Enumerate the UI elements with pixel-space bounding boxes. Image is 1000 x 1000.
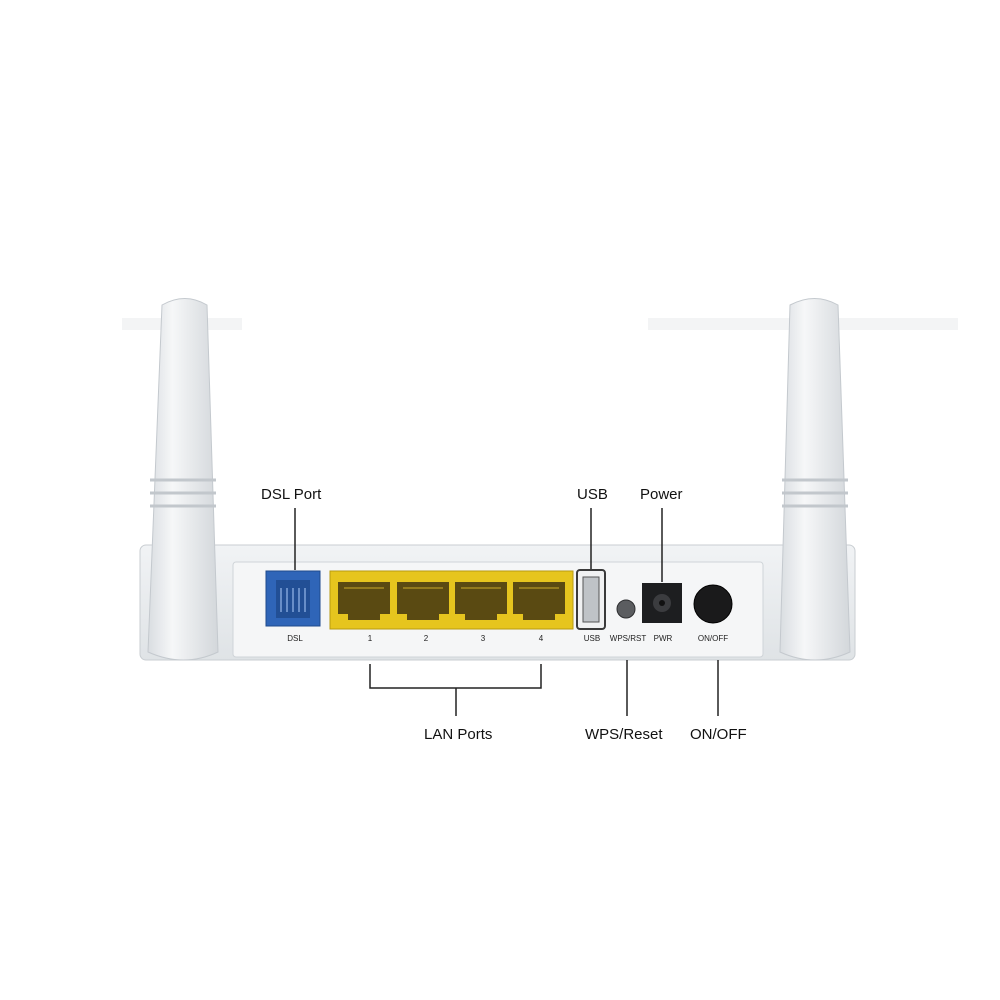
panel-label-lan-2: 2 [423, 634, 429, 643]
right-antenna [779, 298, 851, 661]
panel-label-lan-1: 1 [367, 634, 373, 643]
wps-reset-label: WPS/Reset [585, 726, 663, 743]
on-off-label: ON/OFF [690, 726, 747, 743]
dsl-port-label: DSL Port [261, 486, 322, 503]
lan-port-2 [397, 582, 449, 620]
panel-label-pwr: PWR [653, 634, 673, 643]
dsl-port [265, 570, 321, 627]
panel-label-lan-3: 3 [480, 634, 486, 643]
lan-port-3 [455, 582, 507, 620]
panel-label-lan-4: 4 [538, 634, 544, 643]
power-label: Power [640, 486, 683, 503]
lan-port-4 [513, 582, 565, 620]
pwr-jack [642, 583, 682, 623]
wps-rst-button [616, 599, 636, 619]
panel-label-on-off: ON/OFF [697, 634, 729, 643]
on-off-button [693, 584, 733, 624]
panel-label-wps-rst: WPS/RST [609, 634, 647, 643]
left-antenna [147, 298, 219, 661]
lan-ports-label: LAN Ports [424, 726, 493, 743]
lan-bracket [369, 664, 542, 716]
lan-port-1 [338, 582, 390, 620]
usb-port [576, 569, 606, 630]
panel-label-dsl: DSL [287, 634, 303, 643]
panel-label-usb: USB [583, 634, 601, 643]
usb-label: USB [577, 486, 608, 503]
